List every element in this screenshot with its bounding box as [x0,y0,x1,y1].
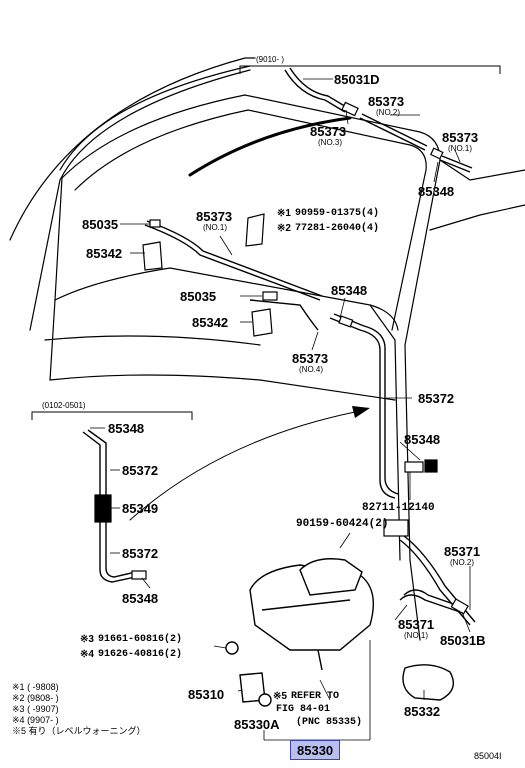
part-85372-right[interactable]: 85372 [418,391,455,406]
part-85373-no1-top[interactable]: 85373 [442,130,479,145]
legend: ※1 ( -9808) ※2 (9808- ) ※3 ( -9907) ※4 (… [12,683,146,736]
part-85371-no1[interactable]: 85371 [398,617,435,632]
washer-tank [225,558,454,707]
part-85031b[interactable]: 85031B [440,633,486,648]
part-85373-no2[interactable]: 85373 [368,94,405,109]
note-fig: FIG 84-01 [276,704,331,715]
part-85348-left-a[interactable]: 85348 [108,421,145,436]
part-91661-60816[interactable]: 91661-60816(2) [98,634,183,645]
connectors [94,101,469,615]
part-85348-right[interactable]: 85348 [404,432,441,447]
curve-arrow-head [352,406,370,418]
label-no1-lower: (NO.1) [404,631,428,640]
part-90159-60424[interactable]: 90159-60424(2) [296,518,389,530]
part-85031d[interactable]: 85031D [334,72,380,87]
part-85332[interactable]: 85332 [404,704,441,719]
figure-id: 85004I [474,751,502,761]
part-85342-b[interactable]: 85342 [192,315,229,330]
part-85348-left-b[interactable]: 85348 [122,591,159,606]
label-no4: (NO.4) [299,365,323,374]
legend-item-3: ※3 ( -9907) [12,704,59,714]
label-no1-top: (NO.1) [448,144,472,153]
vehicle-body-outline [9,57,525,641]
label-no3: (NO.3) [318,138,342,147]
part-85035-a[interactable]: 85035 [82,217,119,232]
part-85348-mid[interactable]: 85348 [331,283,368,298]
part-85342-a[interactable]: 85342 [86,246,123,261]
part-91626-40816[interactable]: 91626-40816(2) [98,649,183,660]
leader-lines [90,78,471,744]
mark-5: ※5 [273,691,287,702]
part-85372-left-b[interactable]: 85372 [122,546,159,561]
part-85373-no1-mid[interactable]: 85373 [196,209,233,224]
range-left: (0102-0501) [42,401,86,410]
range-brackets [31,65,501,420]
hoses [82,67,476,626]
part-85371-no2[interactable]: 85371 [444,544,481,559]
legend-item-2: ※2 (9808- ) [12,693,59,703]
mark-2: ※2 [277,223,291,234]
part-85373-no4[interactable]: 85373 [292,351,329,366]
legend-item-4: ※4 (9907- ) [12,715,59,725]
note-pnc: (PNC 85335) [296,717,363,728]
part-85310[interactable]: 85310 [188,687,225,702]
mark-4: ※4 [80,649,94,660]
label-no2-lower: (NO.2) [450,558,474,567]
legend-item-5: ※5 有り（レベルウォーニング） [12,726,146,736]
label-no2-top: (NO.2) [376,108,400,117]
part-85330-highlighted[interactable]: 85330 [290,740,341,760]
legend-item-1: ※1 ( -9808) [12,682,59,692]
part-85035-b[interactable]: 85035 [180,289,217,304]
part-85349[interactable]: 85349 [122,501,159,516]
part-82711-12140[interactable]: 82711-12140 [362,502,435,514]
brackets [142,213,409,537]
part-85348-top[interactable]: 85348 [418,184,455,199]
mark-3: ※3 [80,634,94,645]
range-top: (9010- ) [256,55,285,64]
mark-1: ※1 [277,208,291,219]
label-no1-mid: (NO.1) [203,223,227,232]
part-90959-01375[interactable]: 90959-01375(4) [295,208,380,219]
part-85372-left-a[interactable]: 85372 [122,463,159,478]
part-85330a[interactable]: 85330A [234,717,280,732]
note-refer-to: REFER TO [291,691,340,702]
part-85373-no3[interactable]: 85373 [310,124,347,139]
part-77281-26040[interactable]: 77281-26040(4) [295,223,380,234]
